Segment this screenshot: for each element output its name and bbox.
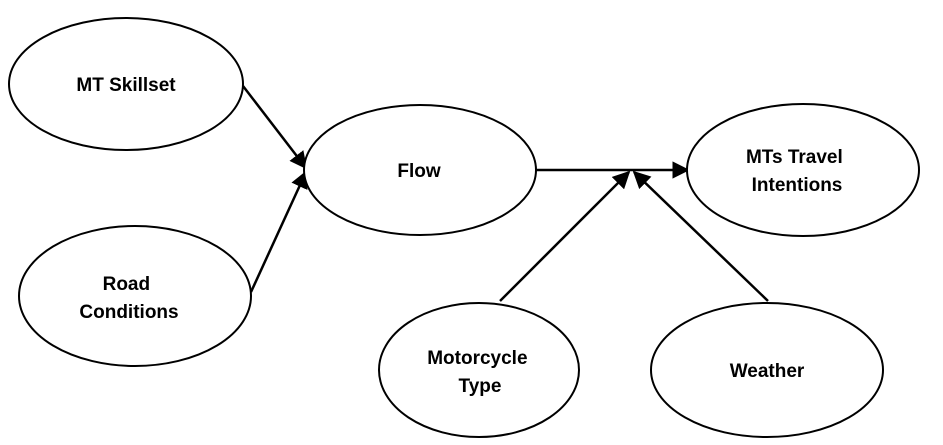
node-motorcycle-type: Motorcycle Type: [378, 302, 580, 438]
node-flow: Flow: [303, 104, 537, 236]
node-mt-skillset-label: MT Skillset: [76, 75, 176, 96]
node-mt-skillset-ellipse: [8, 17, 244, 151]
node-mt-skillset: MT Skillset: [8, 17, 244, 151]
node-motorcycle-type-line-2: Type: [459, 376, 502, 397]
node-weather: Weather: [650, 302, 884, 438]
node-motorcycle-type-label: Motorcycle Type: [427, 348, 533, 397]
node-weather-label: Weather: [730, 361, 805, 382]
node-mts-travel-intentions-line-2: Intentions: [752, 175, 843, 196]
node-road-conditions-line-2: Conditions: [79, 302, 178, 323]
node-weather-line-1: Weather: [730, 361, 805, 382]
node-mts-travel-intentions-line-1: MTs Travel: [746, 147, 843, 168]
node-road-conditions: Road Conditions: [18, 225, 252, 367]
node-road-conditions-line-1: Road: [103, 274, 151, 295]
node-weather-ellipse: [650, 302, 884, 438]
node-mts-travel-intentions: MTs Travel Intentions: [686, 103, 920, 237]
node-road-conditions-label: Road Conditions: [79, 274, 178, 323]
node-mts-travel-intentions-label: MTs Travel Intentions: [746, 147, 848, 196]
edge-road-to-flow: [249, 170, 308, 293]
node-motorcycle-type-line-1: Motorcycle: [427, 348, 527, 369]
edge-weather-to-path: [632, 170, 769, 302]
node-flow-label: Flow: [397, 161, 440, 182]
edges: [242, 85, 769, 302]
edge-motorcycle-type-to-path: [499, 170, 631, 302]
node-mts-travel-intentions-ellipse: [686, 103, 920, 237]
node-motorcycle-type-ellipse: [378, 302, 580, 438]
edge-skillset-to-flow: [242, 85, 308, 170]
node-mt-skillset-line-1: MT Skillset: [76, 75, 176, 96]
node-road-conditions-ellipse: [18, 225, 252, 367]
node-flow-line-1: Flow: [397, 161, 440, 182]
node-flow-ellipse: [303, 104, 537, 236]
